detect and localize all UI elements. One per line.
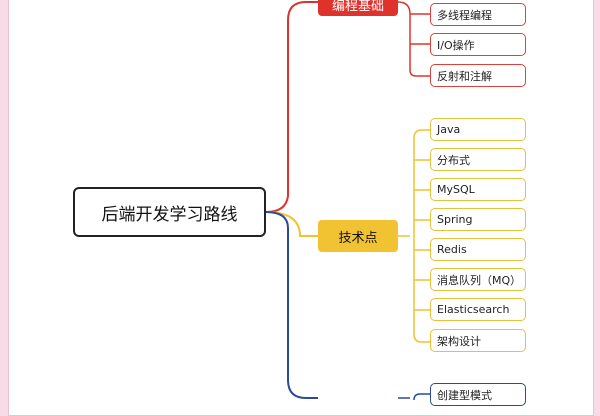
leaf-distributed[interactable]: 分布式 — [430, 148, 526, 171]
connector-root-yellow — [265, 211, 318, 237]
leaf-architecture[interactable]: 架构设计 — [430, 329, 526, 352]
category-programming-basics[interactable]: 编程基础 — [318, 0, 398, 16]
connector-yellow-bracket — [398, 129, 430, 343]
leaf-io[interactable]: I/O操作 — [430, 33, 526, 56]
leaf-multithreading[interactable]: 多线程编程 — [430, 3, 526, 26]
connector-root-blue — [265, 211, 318, 399]
leaf-mysql[interactable]: MySQL — [430, 178, 526, 201]
root-node[interactable]: 后端开发学习路线 — [73, 187, 266, 237]
leaf-reflection-annotation[interactable]: 反射和注解 — [430, 64, 526, 87]
leaf-spring[interactable]: Spring — [430, 208, 526, 231]
connector-root-red — [265, 1, 318, 213]
leaf-elasticsearch[interactable]: Elasticsearch — [430, 298, 526, 321]
category-tech-points[interactable]: 技术点 — [318, 220, 398, 252]
connector-lines — [265, 1, 430, 400]
leaf-message-queue[interactable]: 消息队列（MQ） — [430, 268, 526, 291]
leaf-java[interactable]: Java — [430, 118, 526, 141]
leaf-creational-patterns[interactable]: 创建型模式 — [430, 383, 526, 406]
leaf-redis[interactable]: Redis — [430, 238, 526, 261]
connector-yellow-ticks — [414, 159, 430, 311]
connector-blue-leaves — [398, 393, 430, 400]
connector-red-leaves — [397, 1, 430, 77]
